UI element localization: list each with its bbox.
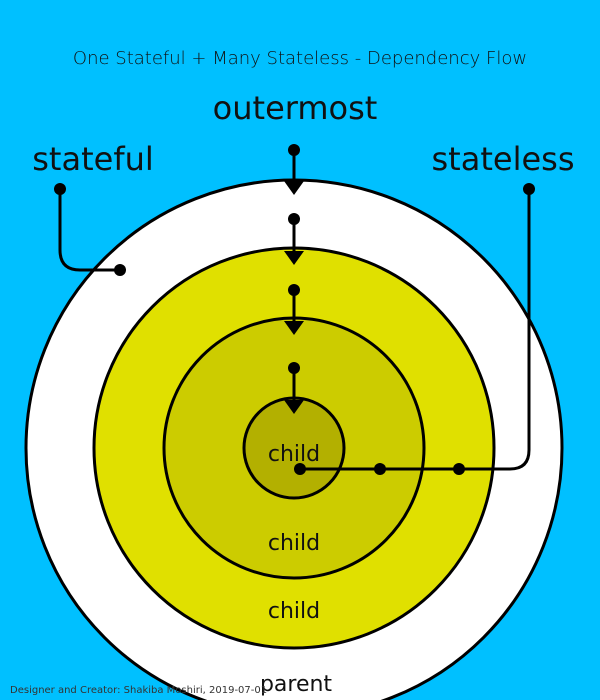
outermost-label: outermost	[213, 89, 378, 127]
stateless-dot-top	[523, 183, 535, 195]
stateful-label: stateful	[32, 140, 154, 178]
child-middle-label: child	[268, 531, 320, 556]
dependency-arrowheads	[284, 181, 304, 414]
stateful-connector	[58, 189, 120, 272]
parent-label: parent	[260, 672, 332, 697]
diagram-title: One Stateful + Many Stateless - Dependen…	[73, 48, 527, 69]
stateless-label: stateless	[432, 140, 575, 178]
stateless-dot-middle	[374, 463, 386, 475]
stateful-dot-top	[54, 183, 66, 195]
stateless-connector	[300, 189, 531, 471]
child-outer-label: child	[268, 599, 320, 624]
stateless-dot-outer	[453, 463, 465, 475]
dependency-dots	[288, 144, 300, 374]
stateless-dot-inner	[294, 463, 306, 475]
stateful-dot-end	[114, 264, 126, 276]
credit-text: Designer and Creator: Shakiba Moshiri, 2…	[10, 685, 267, 696]
child-inner-label: child	[268, 442, 320, 467]
